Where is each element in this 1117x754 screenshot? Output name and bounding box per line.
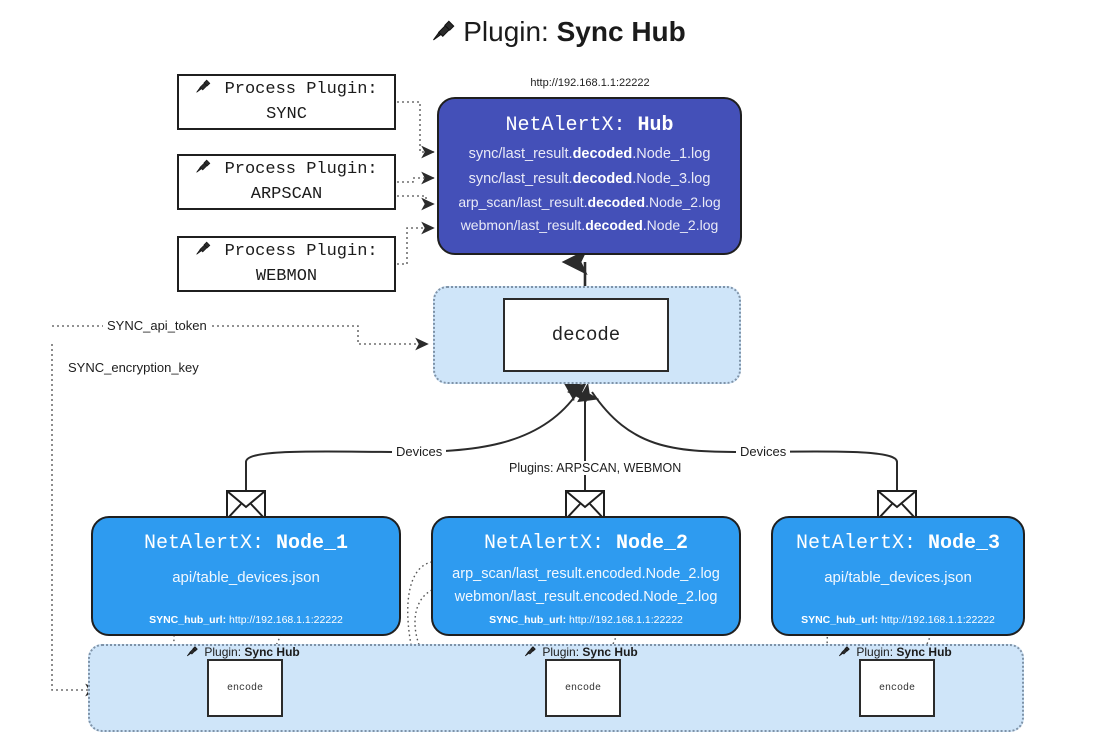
node-title: NetAlertX: Node_3 [773,532,1023,555]
log-post: .Node_1.log [632,146,711,162]
log-post: .Node_3.log [632,171,711,187]
process-plugin-box-webmon[interactable]: Process Plugin: WEBMON [177,236,396,292]
node-title-prefix: NetAlertX: [483,532,604,555]
plugin-to-hub-edges [397,101,435,265]
process-plugin-label: Process Plugin: [224,79,378,99]
encoder-caption-label: Plugin: [856,645,894,659]
node-box-node-1[interactable]: NetAlertX: Node_1 api/table_devices.json… [91,516,401,636]
page-title: Plugin: Sync Hub [0,16,1117,51]
plug-icon [195,79,222,101]
node-title-name: Node_2 [616,532,689,555]
plug-icon [195,159,222,181]
log-post: .Node_2.log [642,217,719,233]
node-title: NetAlertX: Node_1 [93,532,399,555]
envelope-icon [565,490,605,520]
plug-icon [838,646,854,661]
encode-box[interactable]: encode [859,659,935,717]
process-plugin-name: WEBMON [255,266,318,286]
node-line: webmon/last_result.encoded.Node_2.log [454,589,718,605]
node-footer-key: SYNC_hub_url: [489,614,567,626]
encoder-caption-label: Plugin: [204,645,242,659]
edge-label-devices-right: Devices [736,444,791,459]
node-to-decode-edges [245,381,898,490]
process-plugin-box-sync[interactable]: Process Plugin: SYNC [177,74,396,130]
node-title: NetAlertX: Node_2 [433,532,739,555]
edge-label-api-token: SYNC_api_token [103,318,211,333]
node-title-name: Node_1 [276,532,349,555]
node-footer-value: http://192.168.1.1:22222 [881,614,995,626]
encoder-caption-label: Plugin: [542,645,580,659]
process-plugin-name: SYNC [266,104,307,124]
node-line: api/table_devices.json [824,569,972,586]
envelope-icon [877,490,917,520]
node-box-node-3[interactable]: NetAlertX: Node_3 api/table_devices.json… [771,516,1025,636]
process-plugin-label: Process Plugin: [224,241,378,261]
node-footer: SYNC_hub_url: http://192.168.1.1:22222 [773,614,1023,626]
process-plugin-label: Process Plugin: [224,159,378,179]
encoder-caption: Plugin: Sync Hub [838,645,952,661]
hub-log-line: sync/last_result.decoded.Node_3.log [439,171,740,187]
node-title-prefix: NetAlertX: [795,532,916,555]
node-line: api/table_devices.json [172,569,320,586]
encoder-caption-name: Sync Hub [244,645,300,659]
hub-title-name: Hub [637,114,674,137]
process-plugin-name: ARPSCAN [250,184,323,204]
envelope-icon [226,490,266,520]
encoder-caption-name: Sync Hub [582,645,638,659]
hub-url-label: http://192.168.1.1:22222 [530,77,650,89]
node-footer-value: http://192.168.1.1:22222 [229,614,343,626]
plug-icon [431,18,457,51]
hub-log-line: arp_scan/last_result.decoded.Node_2.log [439,194,740,210]
node-footer-key: SYNC_hub_url: [801,614,879,626]
node-footer: SYNC_hub_url: http://192.168.1.1:22222 [93,614,399,626]
edge-label-devices-left: Devices [392,444,447,459]
log-mid: decoded [587,194,646,210]
log-pre: arp_scan/last_result. [458,194,588,210]
process-plugin-box-arpscan[interactable]: Process Plugin: ARPSCAN [177,154,396,210]
encode-box[interactable]: encode [545,659,621,717]
process-plugin-header: Process Plugin: [195,158,378,184]
node-title-name: Node_3 [928,532,1001,555]
log-pre: sync/last_result. [468,146,573,162]
log-post: .Node_2.log [645,194,721,210]
log-mid: decoded [572,171,633,187]
process-plugin-header: Process Plugin: [195,240,378,266]
process-plugin-header: Process Plugin: [195,78,378,104]
node-footer-value: http://192.168.1.1:22222 [569,614,683,626]
decode-box[interactable]: decode [503,298,669,372]
hub-title: NetAlertX: Hub [439,114,740,137]
node-box-node-2[interactable]: NetAlertX: Node_2 arp_scan/last_result.e… [431,516,741,636]
hub-log-line: sync/last_result.decoded.Node_1.log [439,146,740,162]
edge-label-encryption-key: SYNC_encryption_key [64,360,203,375]
plug-icon [186,646,202,661]
encoder-caption: Plugin: Sync Hub [524,645,638,661]
log-pre: sync/last_result. [468,171,573,187]
plug-icon [195,241,222,263]
page-title-label: Plugin: [463,16,549,47]
edge-label-plugins-center: Plugins: ARPSCAN, WEBMON [505,461,686,475]
encoder-caption-name: Sync Hub [896,645,952,659]
page-title-name: Sync Hub [556,16,686,47]
node-title-prefix: NetAlertX: [143,532,264,555]
encoder-caption: Plugin: Sync Hub [186,645,300,661]
node-footer-key: SYNC_hub_url: [149,614,227,626]
log-pre: webmon/last_result. [460,217,586,233]
hub-box[interactable]: NetAlertX: Hub sync/last_result.decoded.… [437,97,742,255]
log-mid: decoded [572,146,633,162]
node-line: arp_scan/last_result.encoded.Node_2.log [452,566,720,582]
hub-log-line: webmon/last_result.decoded.Node_2.log [439,217,740,233]
hub-title-prefix: NetAlertX: [505,114,626,137]
encode-box[interactable]: encode [207,659,283,717]
plug-icon [524,646,540,661]
node-footer: SYNC_hub_url: http://192.168.1.1:22222 [433,614,739,626]
log-mid: decoded [585,217,643,233]
